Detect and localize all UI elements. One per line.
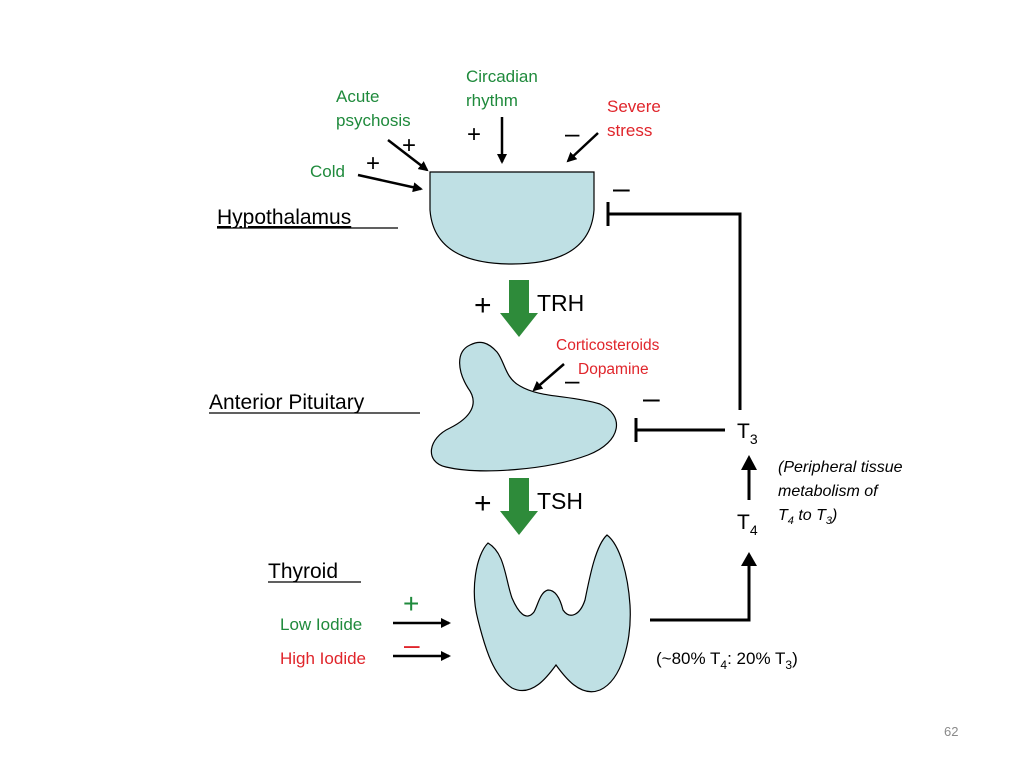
circadian-plus-sign: + [467,121,481,148]
trh-label: TRH [537,290,584,316]
peripheral-metabolism-note-line3: T4 to T3) [778,507,837,527]
thyroid-output-arrowhead [741,552,757,566]
severe-stress-arrow [566,132,599,163]
t4-to-t3-arrowhead [741,455,757,470]
peripheral-metabolism-note-line2: metabolism of [778,483,879,500]
peripheral-metabolism-note-line1: (Peripheral tissue [778,459,903,476]
t4-label: T4 [737,511,758,538]
cold-arrow [357,173,423,193]
corticosteroids-arrow [532,363,565,392]
hypothalamus-label: Hypothalamus [217,206,351,229]
acute-psychosis-label-line2: psychosis [336,111,411,130]
thyroid-output-line [650,560,751,622]
thyroid-shape [473,534,631,693]
circadian-label-line1: Circadian [466,67,538,86]
pituitary-feedback-minus-sign: – [643,382,660,415]
low-iodide-plus-sign: + [403,588,419,619]
cold-plus-sign: + [366,150,380,177]
low-iodide-label: Low Iodide [280,615,362,634]
anterior-pituitary-shape [430,341,617,472]
hypothalamus-feedback-minus-sign: – [613,172,630,205]
tsh-plus-sign: + [474,487,492,520]
tsh-arrow [500,478,538,535]
pituitary-inhibitor-minus-sign: – [565,365,580,395]
anterior-pituitary-label: Anterior Pituitary [209,391,365,414]
severe-stress-minus-sign: – [565,118,580,148]
severe-stress-label-line2: stress [607,121,652,140]
high-iodide-minus-sign: – [404,629,420,660]
t3-label: T3 [737,420,758,447]
acute-psychosis-arrow [387,139,429,172]
tsh-label: TSH [537,488,583,514]
acute-psychosis-label-line1: Acute [336,87,379,106]
dopamine-label: Dopamine [578,361,649,378]
high-iodide-label: High Iodide [280,649,366,668]
trh-plus-sign: + [474,289,492,322]
secretion-ratio-note: (~80% T4: 20% T3) [656,649,798,672]
slide-number: 62 [944,724,959,739]
thyroid-label: Thyroid [268,560,338,583]
t3-hypothalamus-feedback-line [608,212,742,410]
severe-stress-label-line1: Severe [607,97,661,116]
cold-label: Cold [310,162,345,181]
circadian-label-line2: rhythm [466,91,518,110]
trh-arrow [500,280,538,337]
corticosteroids-label: Corticosteroids [556,337,660,354]
hypothalamus-shape [429,171,595,265]
